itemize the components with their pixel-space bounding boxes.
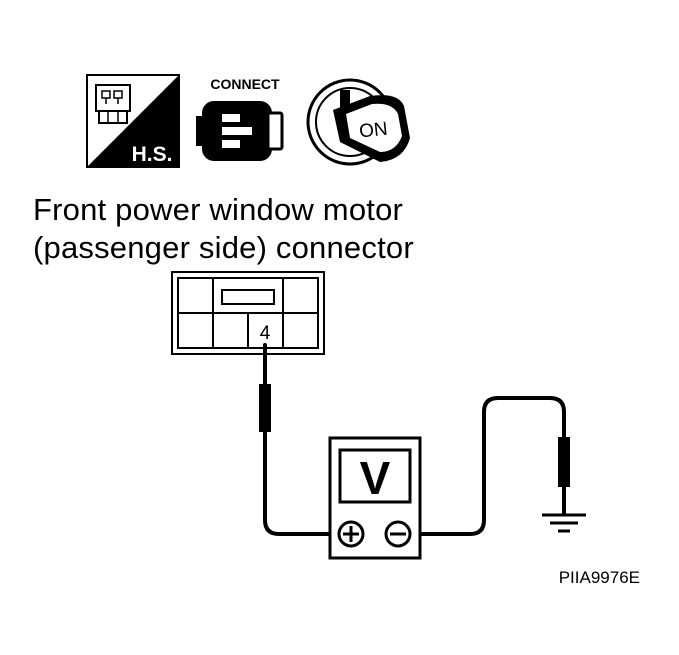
terminal-4-label: 4 [260,323,271,344]
connector-connect-icon: CONNECT [196,76,284,161]
connect-label: CONNECT [210,76,280,92]
ground-icon [542,513,586,533]
voltmeter-symbol: V [360,452,391,504]
ignition-key-on-icon: ON [306,78,410,166]
probe-lead-negative [408,396,566,536]
probe-tip-positive [259,384,271,432]
harness-side-connector-icon: H.S. [86,74,180,168]
ignition-on-label: ON [358,119,389,143]
connector-title-line-2: (passenger side) connector [33,230,414,265]
hs-label: H.S. [132,143,173,166]
connector-title-line-1: Front power window motor [33,192,404,227]
passenger-window-motor-connector: 4 [171,271,325,355]
figure-code: PIIA9976E [559,568,640,587]
voltmeter: V [328,436,422,560]
probe-tip-negative [558,437,570,487]
probe-lead-positive [263,343,339,536]
